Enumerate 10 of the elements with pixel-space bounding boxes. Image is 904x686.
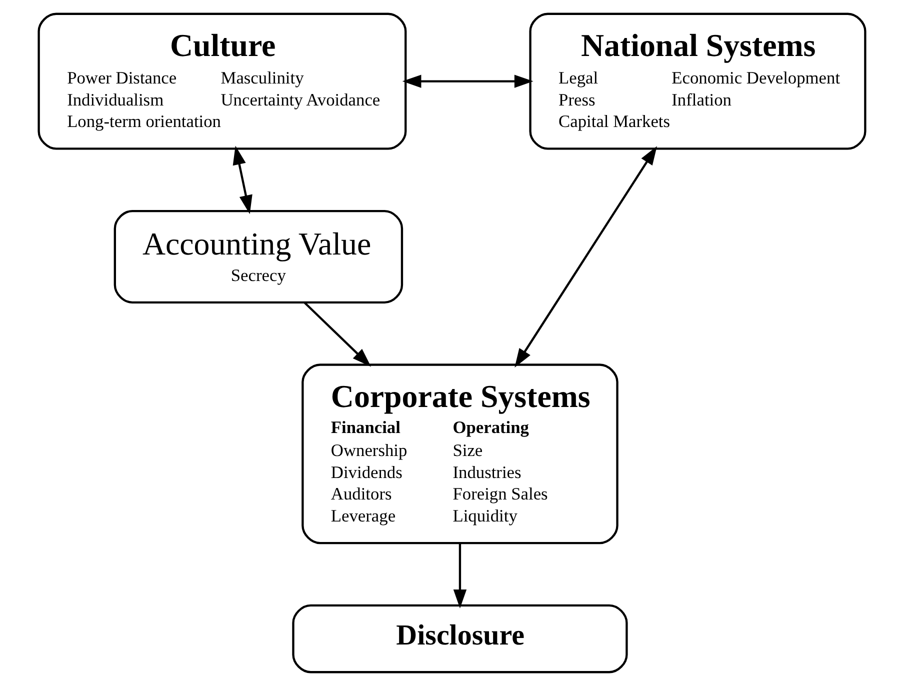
arrow (514, 146, 658, 368)
arrow (304, 302, 372, 367)
node-box: Culture Power Distance Masculinity Individualism Uncertainty Avoidance Long-term orientation (38, 12, 407, 150)
arrow (402, 74, 534, 88)
node-box: Disclosure (292, 604, 628, 674)
arrow (453, 543, 467, 608)
node-box: National Systems Legal Economic Development Press Inflation Capital Markets (529, 12, 866, 150)
node-box: Corporate Systems Financial Operating Ownership Size Dividends Industries Auditors Foreign Sales Leverage Liquidity (302, 364, 618, 544)
arrow (232, 146, 252, 214)
node-box: Accounting Value Secrecy (114, 210, 404, 304)
